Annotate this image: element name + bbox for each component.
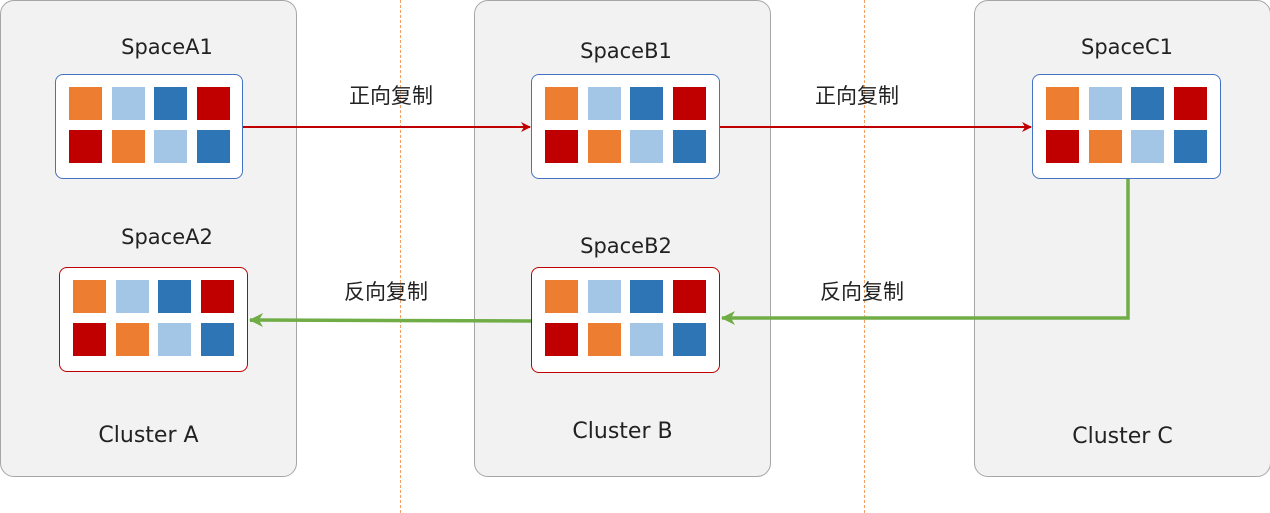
forward-label-b1-c1: 正向复制	[815, 84, 899, 108]
boundary-divider-left	[400, 0, 401, 513]
data-block-orange	[545, 87, 578, 120]
data-block-orange	[1088, 130, 1122, 163]
space-a1	[55, 74, 243, 179]
data-block-light-blue	[630, 130, 663, 163]
data-block-orange	[1046, 87, 1079, 120]
cluster-b-label: Cluster B	[572, 419, 673, 444]
space-c1-title: SpaceC1	[1080, 35, 1174, 59]
space-a1-title: SpaceA1	[121, 35, 213, 59]
data-block-orange	[111, 130, 145, 163]
data-block-light-blue	[154, 130, 187, 163]
reverse-arrow-c1-to-b2	[721, 179, 1130, 325]
space-a2	[59, 267, 248, 372]
data-block-red	[672, 87, 706, 120]
data-block-red	[196, 87, 230, 120]
data-block-red	[200, 280, 234, 313]
data-block-light-blue	[630, 323, 663, 356]
data-block-blue	[1173, 130, 1207, 163]
data-block-light-blue	[1088, 87, 1122, 120]
data-block-light-blue	[1131, 130, 1164, 163]
space-a2-title: SpaceA2	[121, 225, 213, 249]
data-block-blue	[672, 130, 706, 163]
data-block-light-blue	[587, 87, 621, 120]
data-block-red	[1046, 130, 1079, 163]
forward-label-a1-b1: 正向复制	[349, 84, 433, 108]
data-block-blue	[196, 130, 230, 163]
data-block-orange	[587, 130, 621, 163]
data-block-red	[69, 130, 102, 163]
data-block-blue	[200, 323, 234, 356]
data-block-blue	[630, 87, 663, 120]
data-block-orange	[73, 280, 106, 313]
space-b2	[531, 267, 720, 373]
boundary-divider-right	[864, 0, 865, 513]
space-b1-title: SpaceB1	[580, 39, 672, 63]
data-block-orange	[587, 323, 621, 356]
space-b2-title: SpaceB2	[580, 234, 672, 258]
data-block-orange	[69, 87, 102, 120]
space-b1	[531, 74, 720, 179]
data-block-red	[672, 280, 706, 313]
data-block-light-blue	[587, 280, 621, 313]
data-block-red	[73, 323, 106, 356]
data-block-light-blue	[111, 87, 145, 120]
space-c1	[1032, 74, 1221, 179]
cluster-a-label: Cluster A	[98, 423, 199, 448]
reverse-label-c1-b2: 反向复制	[820, 280, 904, 304]
data-block-red	[545, 323, 578, 356]
data-block-blue	[158, 280, 191, 313]
data-block-light-blue	[115, 280, 149, 313]
reverse-label-b2-a2: 反向复制	[344, 280, 428, 304]
data-block-orange	[115, 323, 149, 356]
reverse-arrow-b2-to-a2	[249, 313, 532, 328]
data-block-blue	[154, 87, 187, 120]
data-block-red	[1173, 87, 1207, 120]
data-block-red	[545, 130, 578, 163]
data-block-light-blue	[158, 323, 191, 356]
cluster-c-label: Cluster C	[1072, 424, 1173, 449]
data-block-blue	[1131, 87, 1164, 120]
data-block-orange	[545, 280, 578, 313]
data-block-blue	[672, 323, 706, 356]
data-block-blue	[630, 280, 663, 313]
